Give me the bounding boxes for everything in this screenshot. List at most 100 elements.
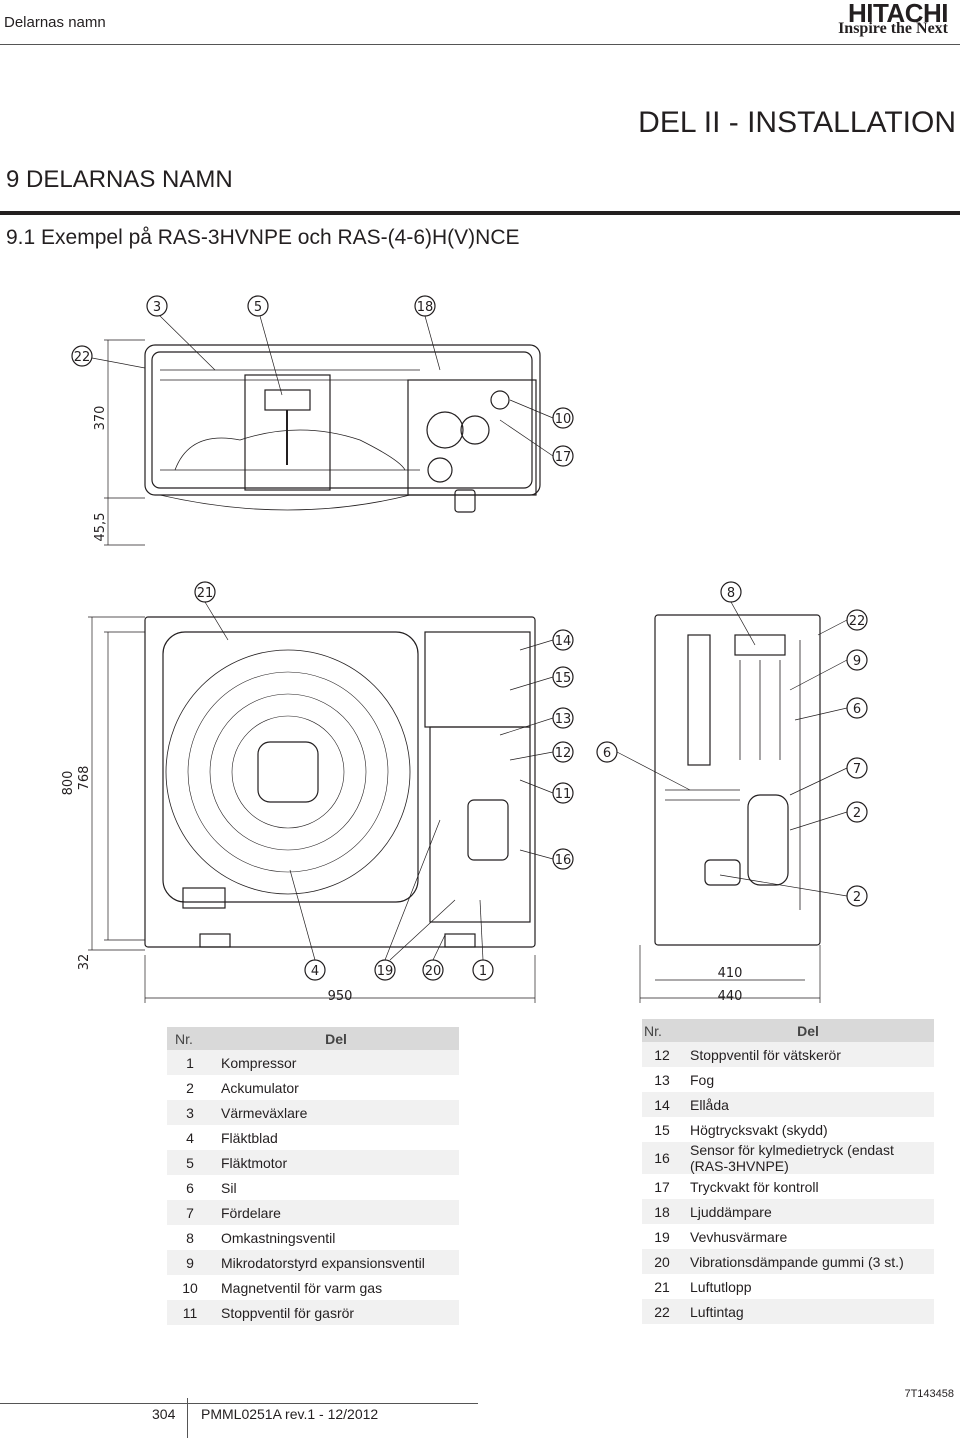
dimension-label: 440: [718, 989, 743, 1004]
part-number: 8: [167, 1225, 213, 1250]
part-description: Ljuddämpare: [682, 1199, 934, 1224]
part-number: 15: [642, 1117, 682, 1142]
part-number: 9: [167, 1250, 213, 1275]
callout-label: 7: [853, 762, 861, 777]
part-description: Ellåda: [682, 1092, 934, 1117]
callout-label: 17: [555, 450, 572, 465]
part-number: 17: [642, 1174, 682, 1199]
callout-label: 16: [555, 853, 572, 868]
side-view-callouts: [596, 581, 868, 907]
part-description: Sil: [213, 1175, 459, 1200]
part-description: Tryckvakt för kontroll: [682, 1174, 934, 1199]
dimension-label: 950: [328, 989, 353, 1004]
part-description: Kompressor: [213, 1050, 459, 1075]
part-description: Luftutlopp: [682, 1274, 934, 1299]
part-number: 20: [642, 1249, 682, 1274]
top-view: [104, 339, 541, 546]
callout-label: 6: [603, 746, 611, 761]
part-number: 21: [642, 1274, 682, 1299]
part-number: 12: [642, 1042, 682, 1067]
part-number: 22: [642, 1299, 682, 1324]
running-header: Delarnas namn: [4, 14, 106, 31]
part-number: 11: [167, 1300, 213, 1325]
footer-divider: [187, 1398, 188, 1438]
column-header-nr: Nr.: [642, 1019, 682, 1042]
callout-label: 19: [377, 964, 394, 979]
document-code: 7T143458: [904, 1388, 954, 1400]
part-number: 7: [167, 1200, 213, 1225]
column-header-nr: Nr.: [167, 1027, 213, 1050]
callout-label: 12: [555, 746, 572, 761]
part-description: Luftintag: [682, 1299, 934, 1324]
callout-label: 15: [555, 671, 572, 686]
page-number: 304: [152, 1406, 176, 1422]
part-description: Fördelare: [213, 1200, 459, 1225]
side-view: [639, 614, 821, 1003]
front-view-callouts: [194, 581, 574, 981]
callout-label: 6: [853, 702, 861, 717]
part-title: DEL II - INSTALLATION: [638, 106, 956, 139]
part-description: Fläktmotor: [213, 1150, 459, 1175]
callout-label: 20: [425, 964, 442, 979]
dimension-label: 768: [77, 766, 92, 791]
part-description: Vevhusvärmare: [682, 1224, 934, 1249]
callout-label: 1: [479, 964, 487, 979]
part-description: Mikrodatorstyrd expansionsventil: [213, 1250, 459, 1275]
callout-label: 4: [311, 964, 319, 979]
hitachi-logo: HITACHI Inspire the Next: [810, 0, 950, 40]
part-description: Fläktblad: [213, 1125, 459, 1150]
dimension-label: 410: [718, 966, 743, 981]
part-number: 16: [642, 1142, 682, 1174]
column-header-del: Del: [682, 1019, 934, 1042]
callout-label: 13: [555, 712, 572, 727]
callout-label: 9: [853, 654, 861, 669]
part-description: Stoppventil för vätskerör: [682, 1042, 934, 1067]
callout-label: 14: [555, 634, 572, 649]
part-description: Omkastningsventil: [213, 1225, 459, 1250]
section-heading: 9 DELARNAS NAMN: [6, 166, 233, 193]
part-number: 19: [642, 1224, 682, 1249]
part-number: 4: [167, 1125, 213, 1150]
part-description: Sensor för kylmedietryck (endast (RAS-3H…: [682, 1142, 934, 1174]
part-number: 10: [167, 1275, 213, 1300]
callout-label: 21: [197, 586, 214, 601]
part-number: 14: [642, 1092, 682, 1117]
part-number: 18: [642, 1199, 682, 1224]
callout-label: 8: [727, 586, 735, 601]
dimension-label: 32: [77, 954, 92, 971]
callout-label: 11: [555, 787, 572, 802]
logo-tagline: Inspire the Next: [838, 20, 948, 37]
callout-label: 22: [74, 350, 91, 365]
part-number: 5: [167, 1150, 213, 1175]
header-rule: [0, 44, 960, 45]
part-description: Högtrycksvakt (skydd): [682, 1117, 934, 1142]
part-description: Magnetventil för varm gas: [213, 1275, 459, 1300]
part-number: 2: [167, 1075, 213, 1100]
logo-name: HITACHI: [847, 0, 949, 28]
part-description: Vibrationsdämpande gummi (3 st.): [682, 1249, 934, 1274]
callout-label: 2: [853, 890, 861, 905]
footer-rule: [0, 1403, 478, 1404]
callout-label: 18: [417, 300, 434, 315]
column-header-del: Del: [213, 1027, 459, 1050]
callout-label: 3: [153, 300, 161, 315]
